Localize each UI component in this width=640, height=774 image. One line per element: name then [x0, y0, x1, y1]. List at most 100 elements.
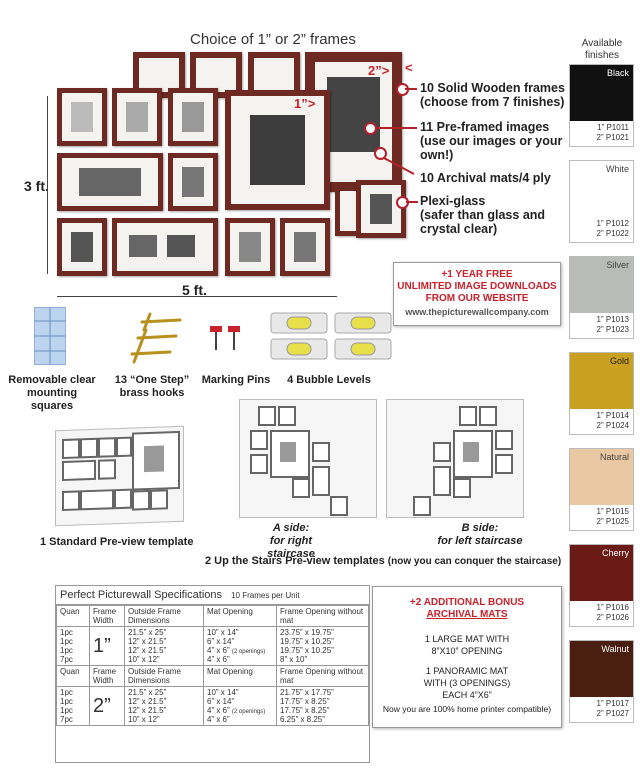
cell-value: 23.75” x 19.75”	[280, 628, 334, 637]
template-b-side-illustration	[386, 399, 524, 518]
frame-width-cell: 2”	[89, 686, 125, 726]
cell-value: 21.5” x 25”	[128, 688, 167, 697]
a-side-label-line: A side:	[272, 522, 310, 534]
cell-value: 10” x 12”	[128, 655, 160, 664]
callout-text: 10 Archival mats/4 ply	[420, 171, 551, 185]
cell-value: 21.75” x 17.75”	[280, 688, 334, 697]
cell-value: 1pc	[60, 697, 73, 706]
height-dimension-line	[47, 96, 48, 274]
callout-text: 11 Pre-framed images	[420, 120, 550, 134]
large-frame-1in	[225, 90, 330, 210]
callout-text: (safer than glass and	[420, 208, 546, 222]
cell-value: 4” x 6”	[207, 646, 230, 655]
callout-images: 11 Pre-framed images (use our images or …	[420, 120, 562, 162]
website-url[interactable]: www.thepicturewallcompany.com	[405, 307, 549, 317]
bonus-text: WITH (3 OPENINGS)	[423, 678, 511, 688]
finish-name: Silver	[606, 260, 629, 270]
width-dimension-line	[57, 296, 337, 297]
finish-code: 2” P1025	[596, 517, 629, 526]
specifications-header: Perfect Picturewall Specifications 10 Fr…	[56, 586, 369, 605]
table-header-row: Quan Frame Width Outside Frame Dimension…	[56, 665, 369, 687]
cell-value: 1pc	[60, 628, 73, 637]
finish-code: 1” P1017	[596, 699, 629, 708]
finish-code: 2” P1027	[596, 709, 629, 718]
cell-value: 12” x 21.5”	[128, 706, 167, 715]
callout-text: (use our images or your	[420, 134, 563, 148]
finish-color: Walnut	[570, 641, 633, 697]
cell-value: 1pc	[60, 706, 73, 715]
b-side-label: B side: for left staircase	[435, 522, 525, 548]
finish-code: 1” P1012	[596, 219, 629, 228]
cell-value: 12” x 21.5”	[128, 646, 167, 655]
col-header: Frame Opening without mat	[276, 665, 369, 687]
callout-text: own!)	[420, 148, 454, 162]
accessory-bubble-levels: 4 Bubble Levels	[284, 374, 374, 387]
width-label: 5 ft.	[182, 282, 207, 298]
finish-color: Black	[570, 65, 633, 121]
finish-color: White	[570, 161, 633, 217]
standard-template-label: 1 Standard Pre-view template	[40, 536, 194, 548]
accessory-brass-hooks: 13 “One Step” brass hooks	[112, 374, 192, 400]
standard-template-illustration	[55, 425, 184, 527]
finish-code: 1” P1013	[596, 315, 629, 324]
cell-value: 4” x 6”	[207, 715, 230, 724]
cell-value: 6.25” x 8.25”	[280, 715, 325, 724]
finish-name: Gold	[609, 356, 629, 366]
frame	[112, 88, 162, 146]
finish-code: 2” P1021	[596, 133, 629, 142]
cell-value: 6” x 14”	[207, 637, 235, 646]
cell-value: 17.75” x 8.25”	[280, 697, 330, 706]
free-downloads-banner: +1 YEAR FREE UNLIMITED IMAGE DOWNLOADS F…	[393, 262, 561, 326]
bonus-text: 1 PANORAMIC MAT	[425, 666, 509, 676]
col-header: Quan	[56, 665, 90, 687]
cell-value: 4” x 6”	[207, 706, 230, 715]
cell-value: 19.75” x 10.25”	[280, 637, 334, 646]
finish-code: 1” P1016	[596, 603, 629, 612]
finish-code: 1” P1011	[597, 123, 629, 132]
col-header: Outside Frame Dimensions	[124, 605, 204, 627]
callout-text: Plexi-glass	[420, 194, 486, 208]
stairs-template-label: 2 Up the Stairs Pre-view templates (now …	[205, 555, 561, 567]
bonus-text: EACH 4”X6”	[442, 690, 492, 700]
finish-color: Gold	[570, 353, 633, 409]
accessory-label: Removable clear	[8, 374, 96, 386]
finish-code: 2” P1022	[596, 229, 629, 238]
bonus-text: 8”X10” OPENING	[431, 646, 503, 656]
finishes-heading: Available finishes	[569, 38, 635, 62]
callout-frames: 10 Solid Wooden frames (choose from 7 fi…	[420, 81, 565, 109]
cell-value: 4” x 6”	[207, 655, 230, 664]
callout-line	[406, 201, 418, 203]
cell-value: 7pc	[60, 655, 73, 664]
page-title: Choice of 1” or 2” frames	[190, 31, 356, 48]
frame	[225, 218, 275, 276]
finish-code: 1” P1015	[596, 507, 629, 516]
frame	[57, 153, 163, 211]
cell-value: 6” x 14”	[207, 697, 235, 706]
accessory-label: brass hooks	[119, 387, 185, 399]
banner-text: UNLIMITED IMAGE DOWNLOADS	[397, 281, 557, 292]
height-label: 3 ft.	[24, 178, 49, 194]
frame-2in-label: 2”>	[368, 63, 390, 78]
template-a-side-illustration	[239, 399, 377, 518]
cell-value: 1pc	[60, 688, 73, 697]
b-side-label-line: B side:	[461, 522, 499, 534]
mat-cell: 10” x 14”6” x 14”4” x 6” (2 openings)4” …	[203, 686, 277, 726]
cell-value: 12” x 21.5”	[128, 697, 167, 706]
accessory-label: 4 Bubble Levels	[287, 374, 371, 386]
cell-value: 1pc	[60, 646, 73, 655]
specifications-title: Perfect Picturewall Specifications	[60, 589, 223, 601]
